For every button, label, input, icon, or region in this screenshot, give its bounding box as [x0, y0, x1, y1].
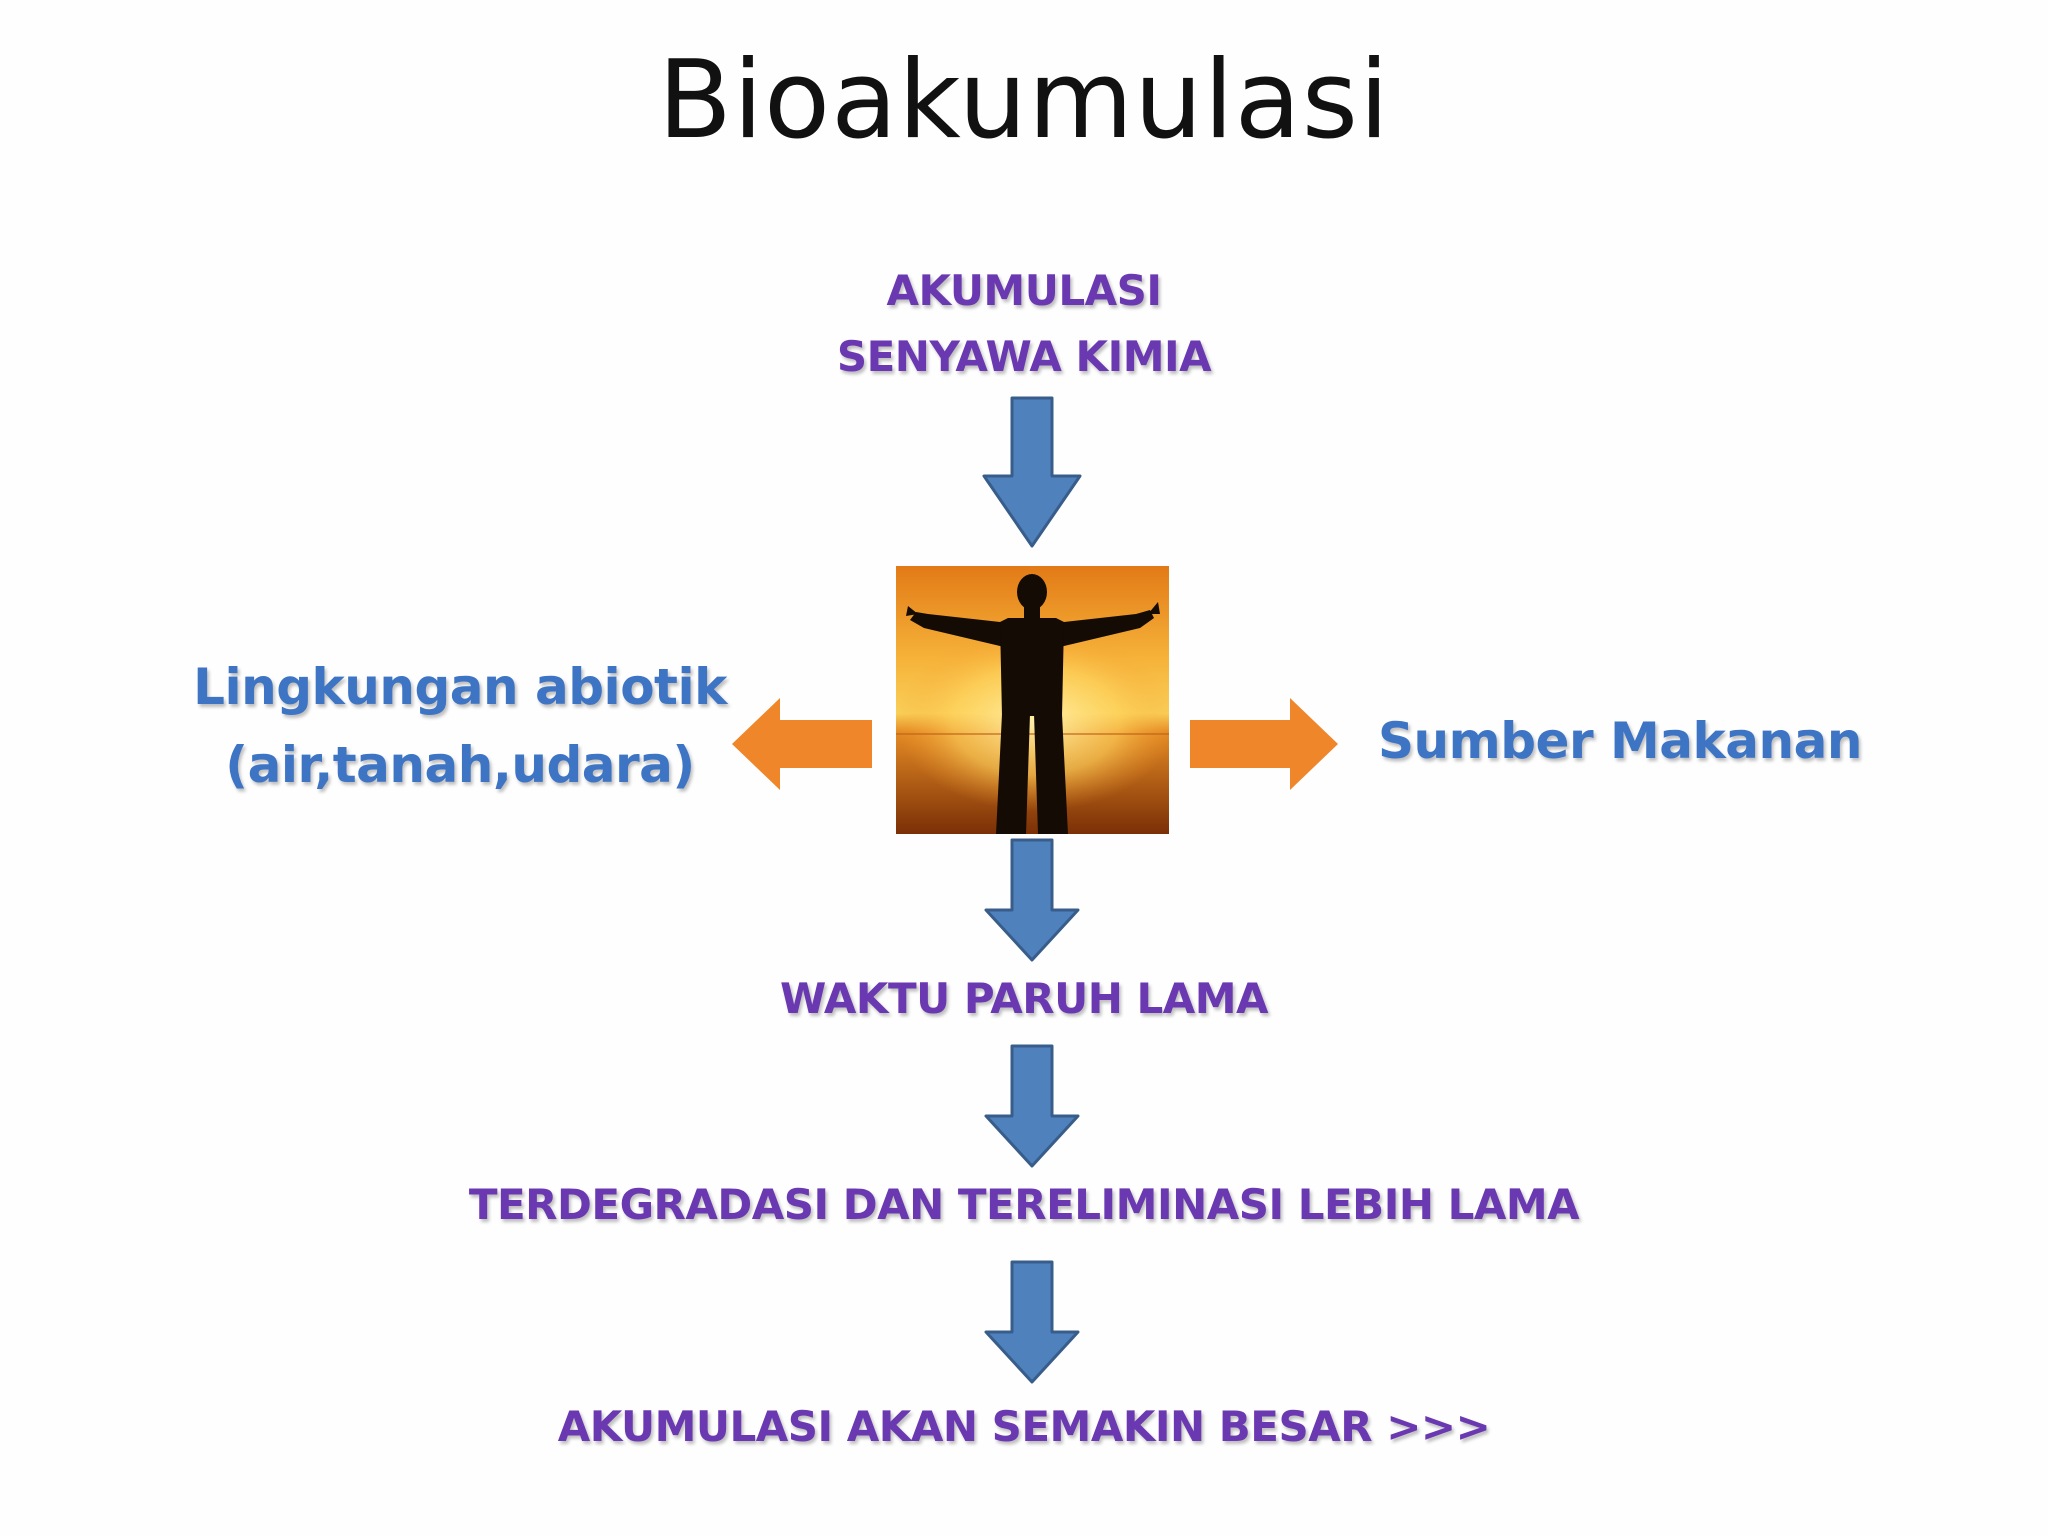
accumulation-chemical-label: AKUMULASI SENYAWA KIMIA — [0, 258, 2048, 390]
slide-title: Bioakumulasi — [657, 38, 1391, 163]
abiotic-line-1: Lingkungan abiotik — [193, 658, 727, 716]
food-source-label: Sumber Makanan — [1378, 712, 1862, 770]
accumulation-line-2: SENYAWA KIMIA — [836, 332, 1212, 381]
long-half-life-label: WAKTU PARUH LAMA — [779, 974, 1269, 1023]
right-arrow-icon — [1190, 698, 1338, 790]
abiotic-line-2: (air,tanah,udara) — [225, 736, 695, 794]
down-arrow-4-icon — [984, 1260, 1080, 1384]
person-silhouette-sunset-icon — [896, 566, 1169, 834]
degradation-elimination-label: TERDEGRADASI DAN TERELIMINASI LEBIH LAMA — [468, 1180, 1580, 1229]
down-arrow-2-icon — [984, 838, 1080, 962]
abiotic-environment-label: Lingkungan abiotik (air,tanah,udara) — [150, 648, 770, 804]
down-arrow-3-icon — [984, 1044, 1080, 1168]
down-arrow-1-icon — [982, 396, 1082, 548]
left-arrow-icon — [732, 698, 872, 790]
accumulation-increases-label: AKUMULASI AKAN SEMAKIN BESAR >>> — [557, 1402, 1491, 1451]
accumulation-line-1: AKUMULASI — [886, 266, 1162, 315]
